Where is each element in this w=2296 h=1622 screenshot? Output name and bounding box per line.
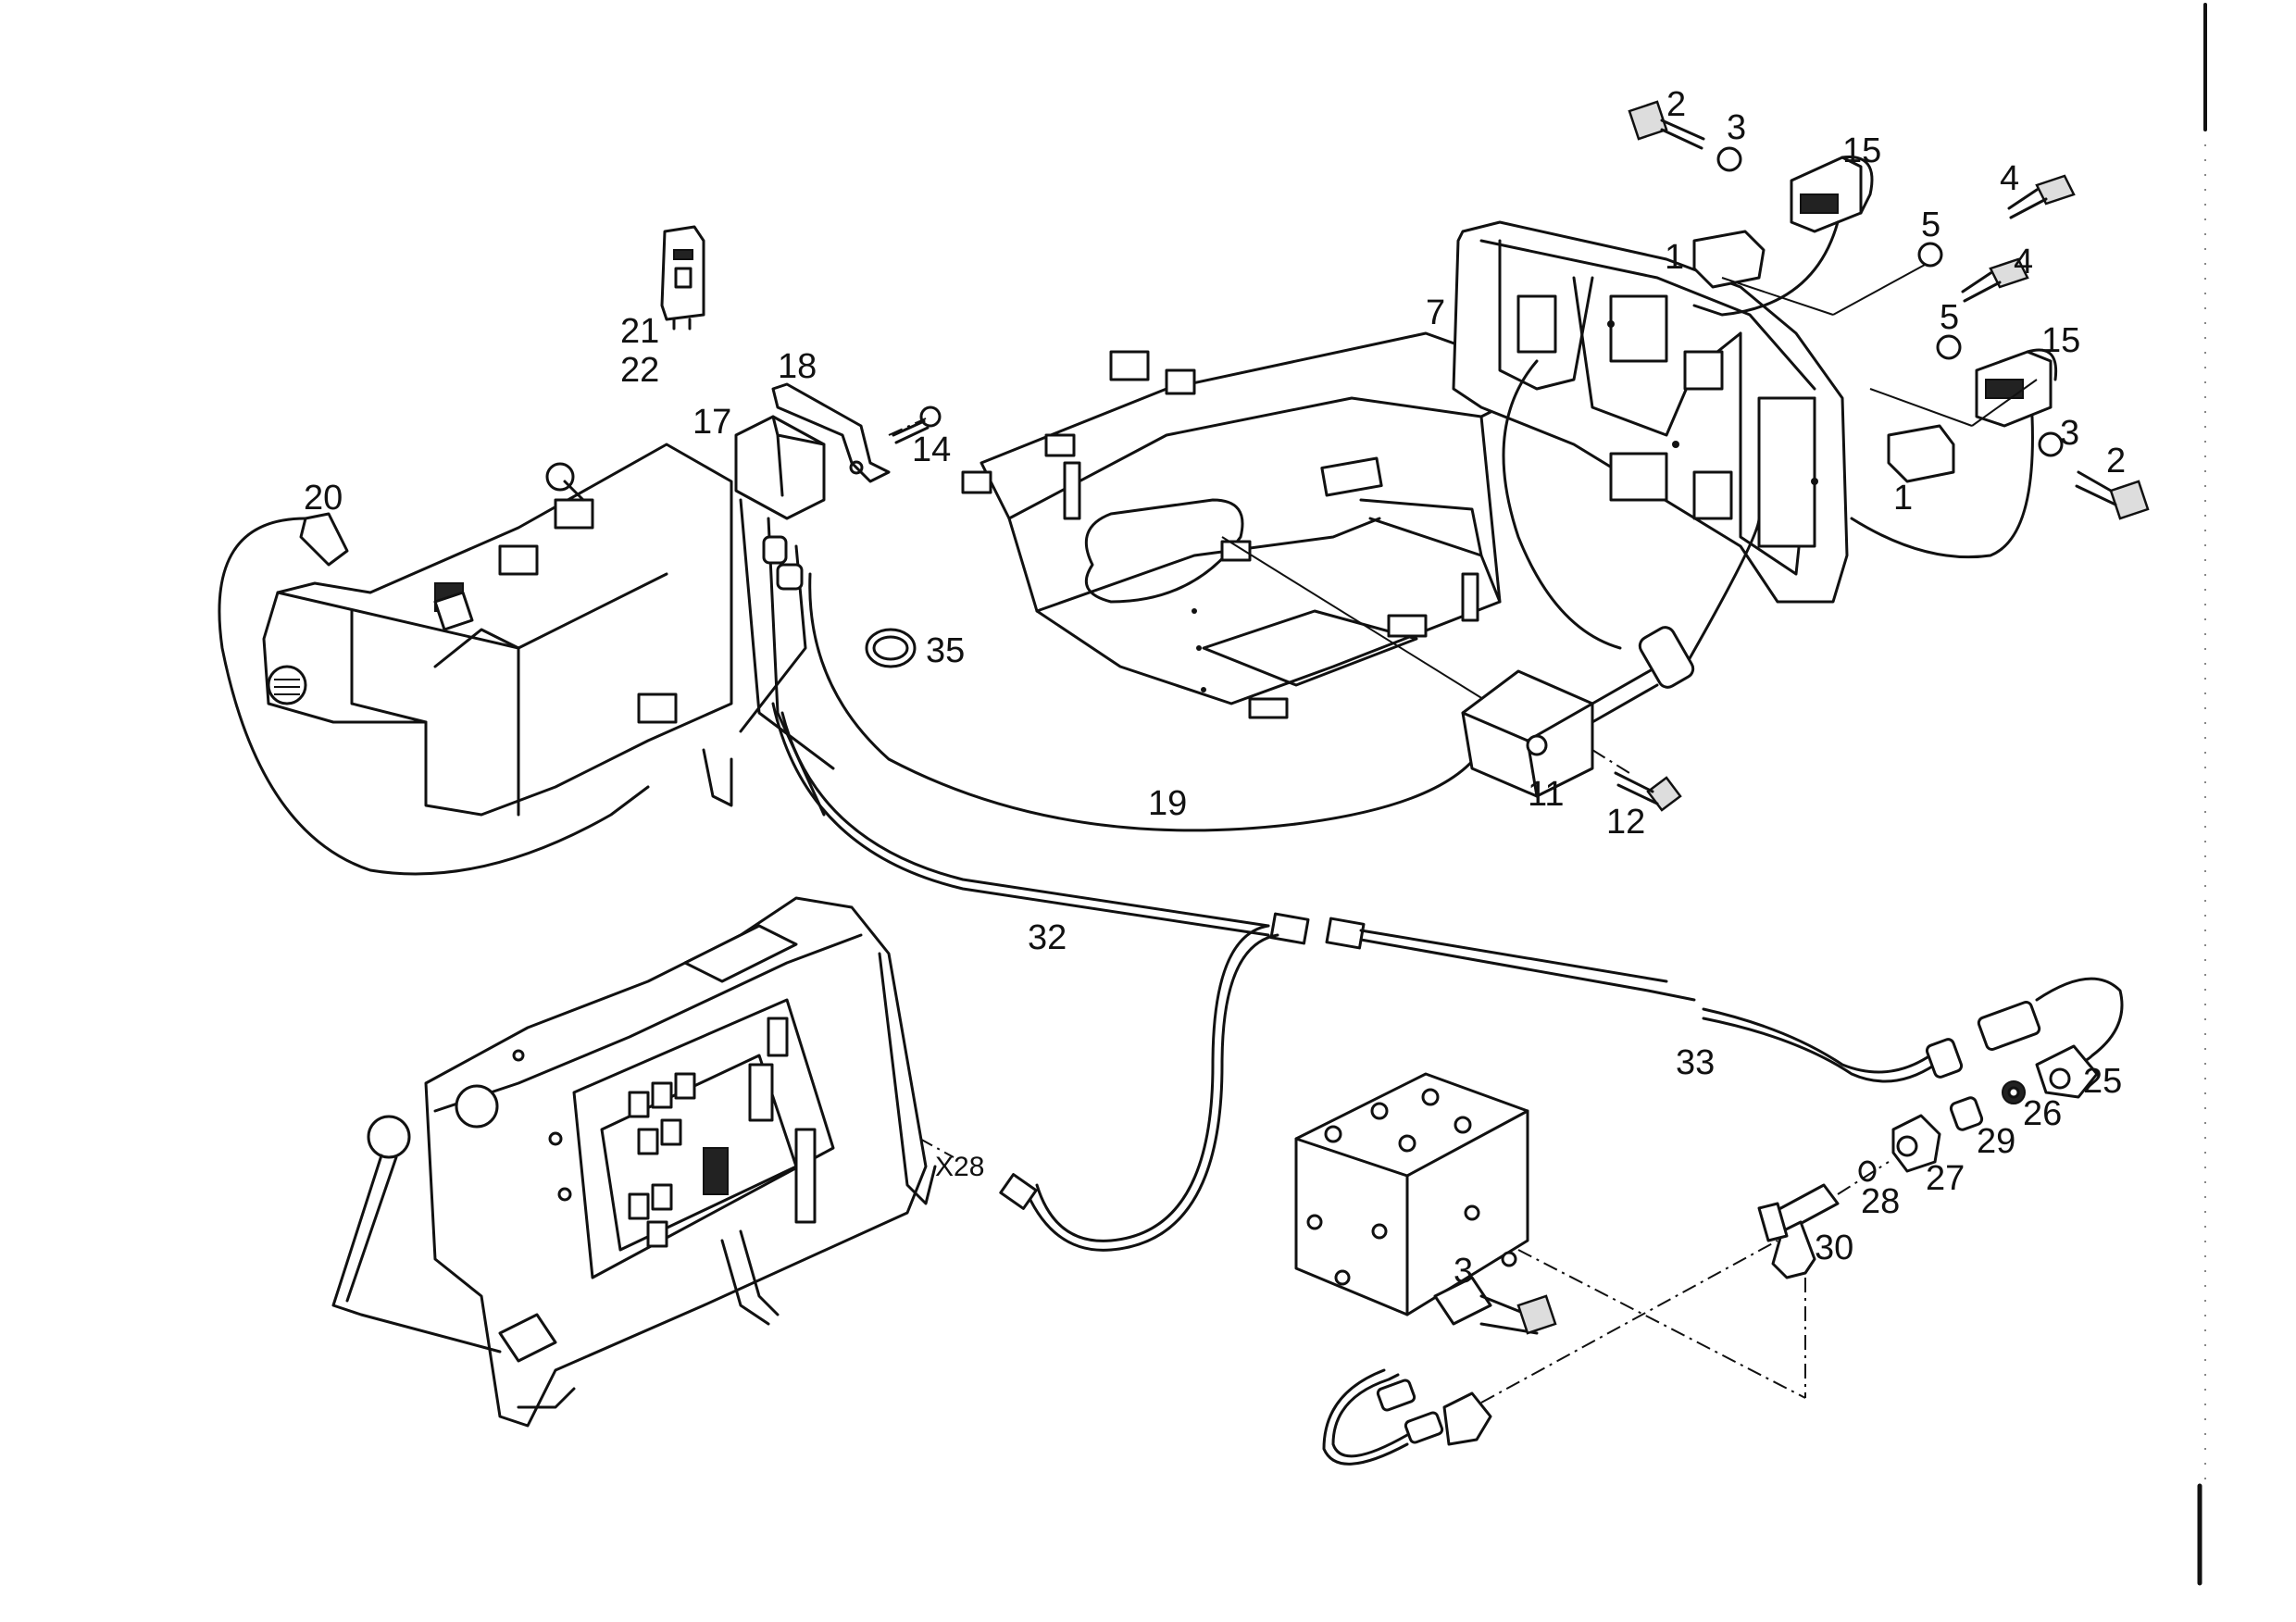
label-32: 32 xyxy=(1028,918,1067,957)
switch-assembly-lower xyxy=(1850,348,2058,559)
bracket-18 xyxy=(771,382,891,483)
label-15-lower: 15 xyxy=(2041,321,2080,360)
floor-frame xyxy=(961,331,1557,719)
control-lever xyxy=(331,1115,557,1363)
label-1-lower: 1 xyxy=(1893,479,1913,518)
label-5-lower: 5 xyxy=(1940,298,1959,337)
label-7: 7 xyxy=(1426,293,1445,332)
label-20: 20 xyxy=(304,479,343,518)
right-console xyxy=(1452,220,1849,604)
cable-19 xyxy=(808,572,1483,832)
label-28: 28 xyxy=(1861,1182,1900,1221)
cable-33-d xyxy=(1702,1017,1937,1083)
part-labels: 2 3 15 4 5 1 7 4 5 15 3 2 1 21 22 18 17 … xyxy=(304,85,2126,1291)
connector-x28-plug xyxy=(999,1173,1038,1210)
sensor-25-assembly xyxy=(1925,977,2124,1099)
label-35: 35 xyxy=(926,631,965,670)
key-21-22 xyxy=(660,225,705,331)
leader-valve-to-tee xyxy=(1517,1249,1806,1399)
label-18: 18 xyxy=(778,347,817,386)
label-11: 11 xyxy=(1528,775,1564,814)
leader-14 xyxy=(888,418,927,436)
cable-bundle-b xyxy=(767,517,826,817)
switch-assembly-upper xyxy=(1692,156,1936,317)
bolt-2-lower xyxy=(2075,470,2150,520)
grommet xyxy=(1638,626,1695,689)
washer-5-lower xyxy=(1936,334,1962,360)
cable-33 xyxy=(1359,938,1696,1002)
cable-33-b xyxy=(1359,929,1668,983)
washer-3-lower xyxy=(2038,431,2064,457)
clip-35 xyxy=(865,628,917,668)
fitting-29 xyxy=(1949,1096,1984,1131)
valve-block xyxy=(1294,1072,1557,1335)
label-4-lower: 4 xyxy=(2014,243,2033,281)
label-2-upper: 2 xyxy=(1666,85,1686,124)
label-21: 21 xyxy=(620,312,659,351)
seal-26-inner xyxy=(2007,1086,2020,1099)
label-33: 33 xyxy=(1676,1043,1715,1082)
leader-27-to-tee xyxy=(1837,1161,1890,1195)
relay-17 xyxy=(734,415,826,520)
cable-to-x28-b xyxy=(1035,924,1270,1242)
label-27: 27 xyxy=(1926,1159,1965,1198)
label-25: 25 xyxy=(2083,1062,2122,1101)
control-unit xyxy=(424,896,937,1428)
cable-to-x28 xyxy=(1026,933,1279,1252)
bolt-2-upper xyxy=(1628,100,1705,150)
label-17: 17 xyxy=(693,403,731,442)
cable-32 xyxy=(771,702,1270,937)
bolt-4-upper xyxy=(2007,174,2076,219)
label-x28: X28 xyxy=(935,1152,984,1182)
label-14: 14 xyxy=(912,430,951,469)
washer-5-upper xyxy=(1917,242,1943,268)
bolt-12 xyxy=(1614,771,1682,812)
label-15-upper: 15 xyxy=(1842,131,1881,170)
nut-27 xyxy=(1891,1114,1941,1173)
label-12: 12 xyxy=(1606,803,1645,842)
left-console xyxy=(262,443,733,817)
ring-28 xyxy=(1858,1160,1877,1182)
leader-12 xyxy=(1591,749,1630,774)
label-5-upper: 5 xyxy=(1921,206,1940,244)
label-4-upper: 4 xyxy=(2000,159,2019,198)
label-1-upper: 1 xyxy=(1665,238,1684,277)
cable-console-to-junction xyxy=(1502,359,1761,668)
label-3-upper: 3 xyxy=(1727,108,1746,147)
cable-33-c xyxy=(1702,1007,1932,1074)
screw-14 xyxy=(892,406,942,444)
label-26: 26 xyxy=(2023,1094,2062,1133)
connector-on-19 xyxy=(776,563,804,591)
label-3-valve: 3 xyxy=(1454,1252,1473,1291)
connector-32-33 xyxy=(1269,912,1366,950)
label-30: 30 xyxy=(1815,1229,1853,1267)
label-2-lower: 2 xyxy=(2106,442,2126,480)
cable-bundle-a xyxy=(739,498,835,770)
tee-30 xyxy=(1757,1183,1840,1279)
plug-20 xyxy=(299,512,349,567)
washer-3-upper xyxy=(1716,146,1742,172)
cable-32-inner xyxy=(780,711,1270,928)
label-29: 29 xyxy=(1977,1122,2015,1161)
label-22: 22 xyxy=(620,351,659,390)
sensor-hose-bottom xyxy=(1322,1368,1492,1466)
cable-left-console xyxy=(218,517,650,876)
bolt-4-lower xyxy=(1961,257,2029,303)
connector-on-32 xyxy=(762,535,788,565)
label-19: 19 xyxy=(1148,784,1187,823)
leader-tee-to-hose xyxy=(1480,1240,1778,1404)
label-3-lower: 3 xyxy=(2060,414,2079,453)
